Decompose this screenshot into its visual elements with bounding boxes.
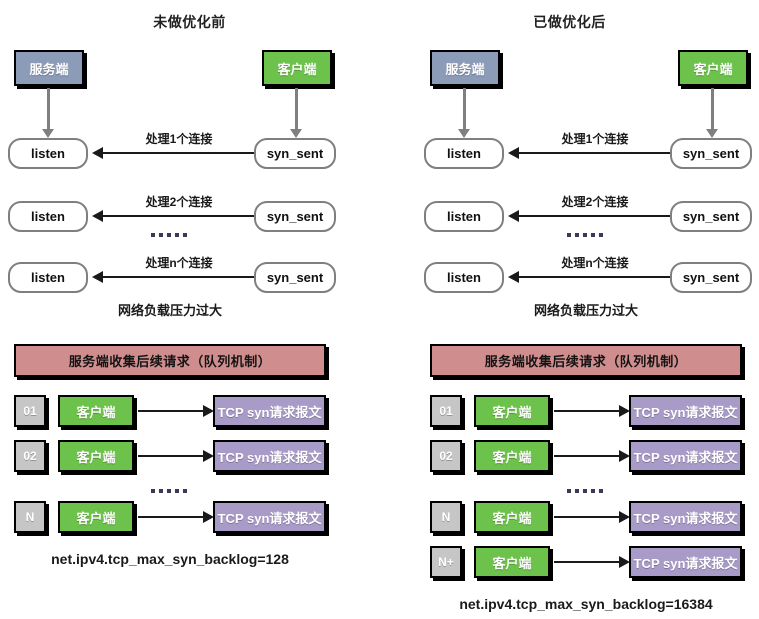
queue-client-3-before: 客户端 xyxy=(58,501,134,533)
edge-label-2-after: 处理2个连接 xyxy=(561,195,629,209)
edge-label-3-before: 处理n个连接 xyxy=(145,256,213,270)
edge-arrowhead-1-after xyxy=(508,147,519,159)
panel-before-optimization: 未做优化前 服务端 客户端 listen syn_sent 处理1个连接 lis… xyxy=(0,0,379,619)
queue-index-2-before: 02 xyxy=(14,440,46,472)
queue-arrow-line-2-after xyxy=(554,455,620,457)
queue-arrowhead-4-after xyxy=(619,556,630,568)
queue-arrow-line-1-before xyxy=(138,410,204,412)
server-to-listen-arrowhead-after xyxy=(458,129,470,138)
queue-index-1-after: 01 xyxy=(430,395,462,427)
queue-arrow-line-3-after xyxy=(554,516,620,518)
edge-label-2-before: 处理2个连接 xyxy=(145,195,213,209)
edge-arrowhead-1-before xyxy=(92,147,103,159)
client-box-before: 客户端 xyxy=(262,50,332,86)
listen-node-1-after: listen xyxy=(424,138,504,169)
listen-node-1-before: listen xyxy=(8,138,88,169)
queue-ellipsis-before xyxy=(151,489,191,493)
queue-header-after: 服务端收集后续请求（队列机制） xyxy=(430,344,742,377)
queue-packet-3-after: TCP syn请求报文 xyxy=(629,501,742,533)
queue-client-4-after: 客户端 xyxy=(474,546,550,578)
server-to-listen-arrowhead-before xyxy=(42,129,54,138)
client-to-synsent-line-before xyxy=(295,88,298,131)
sysctl-value-before: net.ipv4.tcp_max_syn_backlog=128 xyxy=(51,551,289,567)
edge-line-3-before xyxy=(103,276,254,278)
server-to-listen-line-before xyxy=(47,88,50,131)
syn-sent-node-2-before: syn_sent xyxy=(254,201,336,232)
queue-arrow-line-3-before xyxy=(138,516,204,518)
edge-line-1-after xyxy=(519,152,670,154)
client-to-synsent-arrowhead-after xyxy=(706,129,718,138)
queue-arrow-line-4-after xyxy=(554,561,620,563)
edge-line-2-before xyxy=(103,215,254,217)
client-to-synsent-line-after xyxy=(711,88,714,131)
queue-arrowhead-3-before xyxy=(203,511,214,523)
edge-label-1-after: 处理1个连接 xyxy=(561,132,629,146)
queue-index-3-before: N xyxy=(14,501,46,533)
edge-arrowhead-3-before xyxy=(92,271,103,283)
load-caption-after: 网络负载压力过大 xyxy=(533,303,638,318)
listen-node-3-after: listen xyxy=(424,262,504,293)
syn-sent-node-2-after: syn_sent xyxy=(670,201,752,232)
queue-packet-1-before: TCP syn请求报文 xyxy=(213,395,326,427)
queue-arrowhead-2-before xyxy=(203,450,214,462)
queue-client-3-after: 客户端 xyxy=(474,501,550,533)
syn-sent-node-1-after: syn_sent xyxy=(670,138,752,169)
queue-client-1-before: 客户端 xyxy=(58,395,134,427)
edge-label-3-after: 处理n个连接 xyxy=(561,256,629,270)
panel-title-before: 未做优化前 xyxy=(153,14,226,30)
load-caption-before: 网络负载压力过大 xyxy=(117,303,222,318)
queue-arrowhead-3-after xyxy=(619,511,630,523)
queue-packet-3-before: TCP syn请求报文 xyxy=(213,501,326,533)
server-box-after: 服务端 xyxy=(430,50,500,86)
listen-node-3-before: listen xyxy=(8,262,88,293)
queue-index-3-after: N xyxy=(430,501,462,533)
syn-sent-node-3-after: syn_sent xyxy=(670,262,752,293)
queue-packet-1-after: TCP syn请求报文 xyxy=(629,395,742,427)
edge-line-1-before xyxy=(103,152,254,154)
queue-arrowhead-1-before xyxy=(203,405,214,417)
server-box-before: 服务端 xyxy=(14,50,84,86)
queue-packet-2-before: TCP syn请求报文 xyxy=(213,440,326,472)
queue-arrowhead-1-after xyxy=(619,405,630,417)
queue-index-2-after: 02 xyxy=(430,440,462,472)
syn-sent-node-3-before: syn_sent xyxy=(254,262,336,293)
edge-arrowhead-2-before xyxy=(92,210,103,222)
queue-index-4-after: N+ xyxy=(430,546,462,578)
client-to-synsent-arrowhead-before xyxy=(290,129,302,138)
queue-index-1-before: 01 xyxy=(14,395,46,427)
syn-sent-node-1-before: syn_sent xyxy=(254,138,336,169)
queue-arrow-line-2-before xyxy=(138,455,204,457)
queue-client-1-after: 客户端 xyxy=(474,395,550,427)
queue-packet-2-after: TCP syn请求报文 xyxy=(629,440,742,472)
row-ellipsis-before xyxy=(151,233,191,237)
edge-line-2-after xyxy=(519,215,670,217)
listen-node-2-before: listen xyxy=(8,201,88,232)
queue-arrowhead-2-after xyxy=(619,450,630,462)
queue-client-2-after: 客户端 xyxy=(474,440,550,472)
queue-client-2-before: 客户端 xyxy=(58,440,134,472)
queue-arrow-line-1-after xyxy=(554,410,620,412)
edge-arrowhead-3-after xyxy=(508,271,519,283)
queue-ellipsis-after xyxy=(567,489,607,493)
panel-after-optimization: 已做优化后 服务端 客户端 listen syn_sent 处理1个连接 lis… xyxy=(380,0,759,619)
panel-title-after: 已做优化后 xyxy=(533,14,606,30)
edge-label-1-before: 处理1个连接 xyxy=(145,132,213,146)
edge-line-3-after xyxy=(519,276,670,278)
queue-packet-4-after: TCP syn请求报文 xyxy=(629,546,742,578)
edge-arrowhead-2-after xyxy=(508,210,519,222)
server-to-listen-line-after xyxy=(463,88,466,131)
client-box-after: 客户端 xyxy=(678,50,748,86)
queue-header-before: 服务端收集后续请求（队列机制） xyxy=(14,344,326,377)
sysctl-value-after: net.ipv4.tcp_max_syn_backlog=16384 xyxy=(459,596,713,612)
listen-node-2-after: listen xyxy=(424,201,504,232)
row-ellipsis-after xyxy=(567,233,607,237)
